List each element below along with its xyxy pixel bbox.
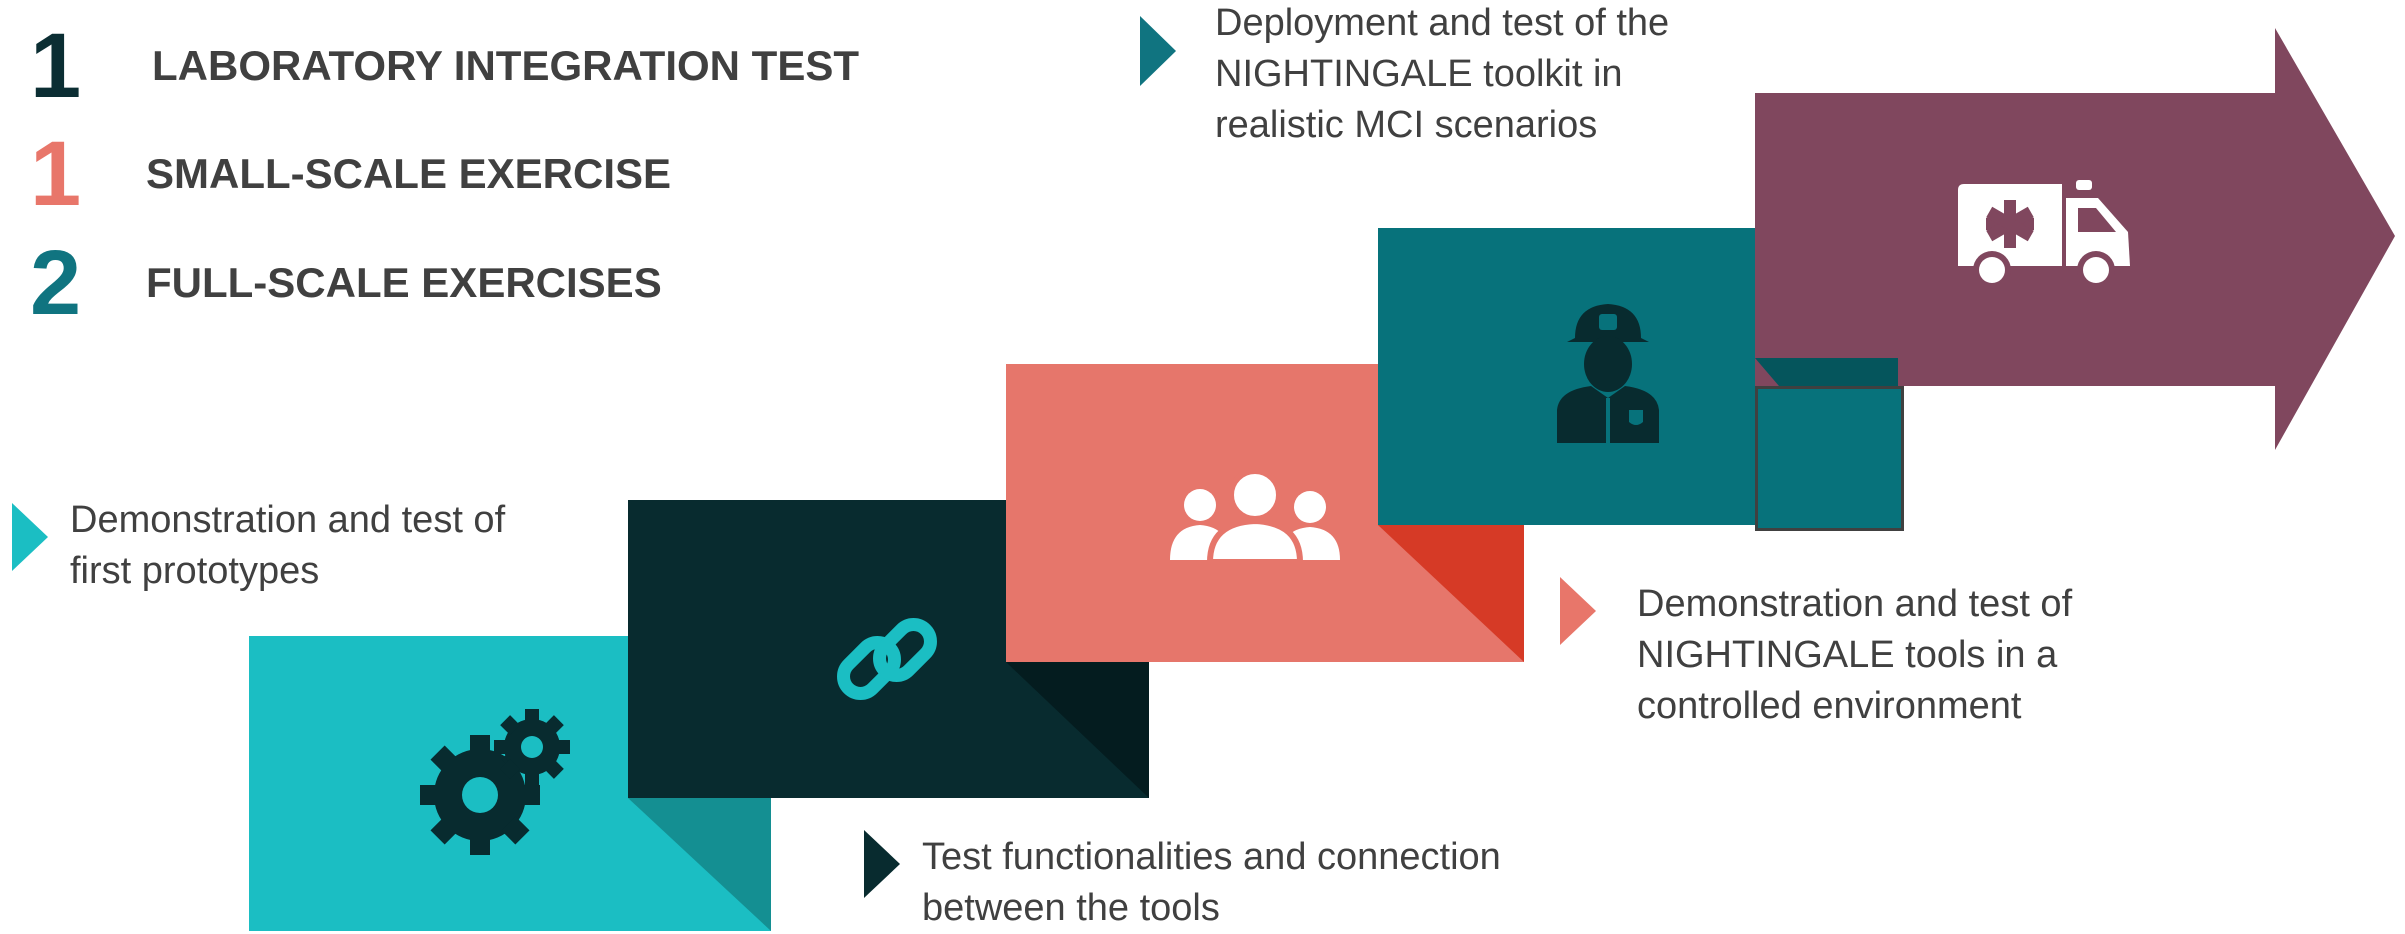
caption-line: Demonstration and test of	[70, 499, 506, 541]
ambulance-icon	[1958, 180, 2130, 289]
legend-number: 2	[30, 232, 82, 334]
legend-label: LABORATORY INTEGRATION TEST	[152, 42, 860, 89]
caption-marker-prototypes	[12, 503, 48, 571]
step-4	[1378, 228, 1755, 525]
step-4-fold-lower	[1755, 386, 1904, 531]
legend-row-laboratory: 1 LABORATORY INTEGRATION TEST	[30, 20, 859, 112]
caption-line: Deployment and test of the	[1215, 2, 1670, 44]
legend-number: 1	[30, 15, 82, 117]
step-2	[628, 500, 1006, 798]
caption-line: Test functionalities and connection	[922, 836, 1501, 878]
step-1-fold	[628, 798, 771, 931]
caption-marker-deployment	[1140, 16, 1176, 86]
caption-controlled: Demonstration and test of NIGHTINGALE to…	[1637, 579, 2072, 732]
firefighter-icon	[1557, 304, 1659, 443]
link-icon	[837, 618, 937, 700]
caption-line: first prototypes	[70, 550, 320, 592]
legend-row-small-scale: 1 SMALL-SCALE EXERCISE	[30, 128, 671, 220]
group-icon	[1170, 468, 1340, 565]
caption-line: controlled environment	[1637, 685, 2022, 727]
legend-number: 1	[30, 123, 82, 225]
caption-line: Demonstration and test of	[1637, 583, 2073, 625]
caption-prototypes: Demonstration and test of first prototyp…	[70, 495, 505, 597]
caption-line: realistic MCI scenarios	[1215, 104, 1598, 146]
caption-line: between the tools	[922, 887, 1220, 929]
caption-functionalities: Test functionalities and connection betw…	[922, 832, 1501, 934]
caption-deployment: Deployment and test of the NIGHTINGALE t…	[1215, 0, 1669, 151]
gears-icon	[420, 709, 570, 855]
legend-label: SMALL-SCALE EXERCISE	[146, 150, 672, 197]
caption-line: NIGHTINGALE toolkit in	[1215, 53, 1623, 95]
legend-label: FULL-SCALE EXERCISES	[146, 259, 662, 306]
legend-row-full-scale: 2 FULL-SCALE EXERCISES	[30, 237, 662, 329]
caption-line: NIGHTINGALE tools in a	[1637, 634, 2058, 676]
caption-marker-controlled	[1560, 577, 1596, 645]
step-2-fold	[1006, 662, 1149, 798]
caption-marker-functionalities	[864, 830, 900, 898]
step-3-fold	[1378, 525, 1524, 662]
